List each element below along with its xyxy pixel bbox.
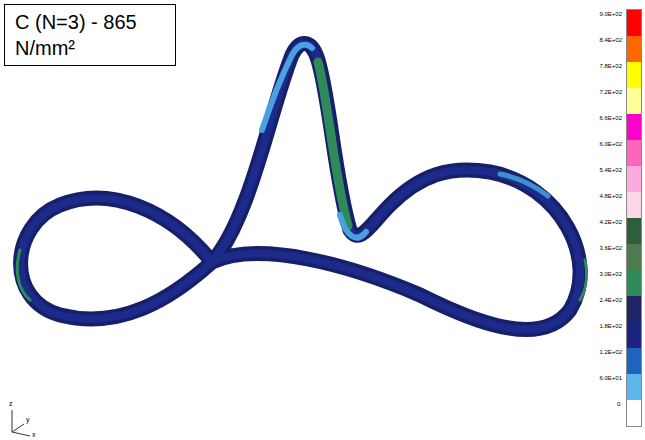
legend-swatch bbox=[627, 348, 641, 374]
title-text: C (N=3) - 865 N/mm² bbox=[15, 9, 165, 61]
legend-value: 4.8E+02 bbox=[586, 193, 622, 200]
legend-value: 4.2E+02 bbox=[586, 219, 622, 226]
legend-value: 3.6E+02 bbox=[586, 245, 622, 252]
legend-swatch bbox=[627, 322, 641, 348]
legend-swatch bbox=[627, 114, 641, 140]
legend-swatch bbox=[627, 36, 641, 62]
legend-value: 6.0E+02 bbox=[586, 141, 622, 148]
stress-zone bbox=[318, 62, 348, 226]
axis-triad bbox=[12, 410, 30, 436]
legend-swatch bbox=[627, 400, 641, 426]
legend-value: 3.0E+02 bbox=[586, 271, 622, 278]
legend-swatch bbox=[627, 62, 641, 88]
legend-value: 1.8E+02 bbox=[586, 323, 622, 330]
legend-value: 0. bbox=[586, 401, 622, 408]
legend-value: 7.2E+02 bbox=[586, 89, 622, 96]
legend-swatch bbox=[627, 374, 641, 400]
stress-zone bbox=[580, 260, 586, 300]
legend-value: 6.6E+02 bbox=[586, 115, 622, 122]
stress-zone bbox=[17, 250, 30, 300]
spring-wire bbox=[21, 44, 580, 330]
legend-value: 8.4E+02 bbox=[586, 37, 622, 44]
stress-zone bbox=[340, 215, 366, 238]
axis-label: z bbox=[9, 400, 13, 408]
legend-value: 1.2E+02 bbox=[586, 349, 622, 356]
legend-swatch bbox=[627, 10, 641, 36]
legend-swatch bbox=[627, 166, 641, 192]
legend-swatch bbox=[627, 296, 641, 322]
legend-value: 9.0E+02 bbox=[586, 11, 622, 18]
legend-value: 2.4E+02 bbox=[586, 297, 622, 304]
legend-value: 7.8E+02 bbox=[586, 63, 622, 70]
legend-swatch bbox=[627, 218, 641, 244]
legend-value: 5.4E+02 bbox=[586, 167, 622, 174]
stress-zone bbox=[262, 45, 312, 130]
legend-swatch bbox=[627, 140, 641, 166]
title-box: C (N=3) - 865 N/mm² bbox=[4, 4, 176, 66]
spring-wire-core bbox=[21, 44, 580, 330]
legend-value: 6.0E+01 bbox=[586, 375, 622, 382]
stress-zone bbox=[500, 174, 548, 196]
legend-swatch bbox=[627, 244, 641, 270]
legend-swatch bbox=[627, 88, 641, 114]
legend-swatch bbox=[627, 270, 641, 296]
axis-label: y bbox=[26, 416, 30, 424]
legend-frame bbox=[627, 10, 642, 427]
axis-label: x bbox=[32, 431, 36, 439]
legend-swatch bbox=[627, 192, 641, 218]
